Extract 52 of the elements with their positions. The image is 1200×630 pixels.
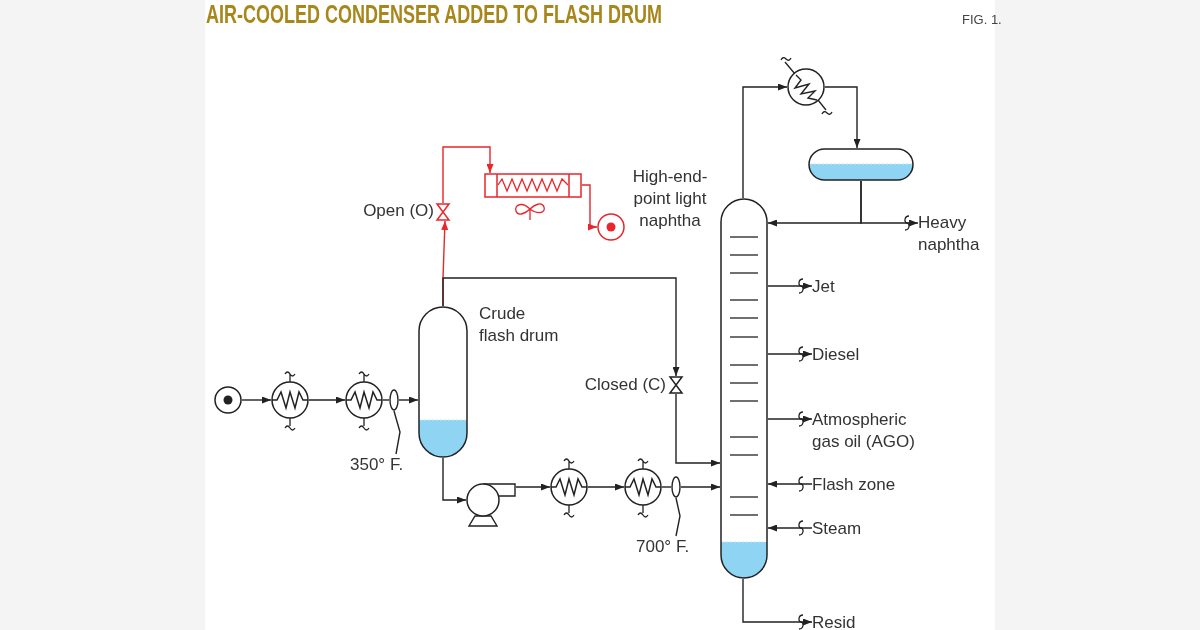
- pipe-arrow: [308, 396, 346, 404]
- condenser-symbol: [787, 68, 825, 106]
- heat-exchanger-symbol: [624, 455, 662, 519]
- pipe-arrow: [442, 146, 494, 204]
- pipe-arrow: [515, 483, 551, 491]
- pipe-arrow: [442, 277, 680, 377]
- stream-label: Heavy naphtha: [918, 212, 994, 256]
- heat-exchanger-symbol: [345, 368, 383, 432]
- figure-title: AIR-COOLED CONDENSER ADDED TO FLASH DRUM: [206, 0, 662, 28]
- valve-label: Closed (C): [583, 374, 666, 396]
- leader-line: [393, 410, 401, 455]
- distillation-column: [720, 198, 768, 579]
- feed-source-symbol: [214, 386, 242, 414]
- stream-label: Jet: [812, 276, 862, 298]
- pipe-arrow: [824, 86, 861, 149]
- pipe-arrow: [675, 393, 721, 467]
- pipe-arrow: [767, 282, 813, 290]
- figure-number: FIG. 1.: [962, 12, 1002, 27]
- heat-exchanger-symbol: [550, 455, 588, 519]
- pipe-arrow: [680, 483, 721, 491]
- valve-symbol: [436, 203, 450, 221]
- pipe-arrow: [767, 350, 813, 358]
- pipe-arrow: [860, 180, 919, 227]
- pipe-arrow: [398, 396, 419, 404]
- stream-label: Resid: [812, 612, 882, 630]
- pipe-arrow: [742, 578, 813, 626]
- stream-label: Atmospheric gas oil (AGO): [812, 409, 930, 453]
- pipe-arrow: [767, 415, 813, 423]
- pipe-arrow: [581, 184, 598, 231]
- reflux-drum-vessel: [808, 148, 914, 181]
- pipe-arrow: [767, 524, 813, 532]
- temperature-label: 350° F.: [350, 454, 406, 476]
- stream-label: Steam: [812, 518, 882, 540]
- leader-line: [675, 497, 681, 537]
- pipe-arrow: [742, 83, 788, 199]
- stream-label: High-end-point light naphtha: [631, 166, 709, 232]
- valve-label: Open (O): [362, 200, 434, 222]
- temperature-label: 700° F.: [636, 536, 696, 558]
- pipe-arrow: [587, 483, 625, 491]
- flash-drum-vessel: [418, 306, 468, 458]
- vessel-label: Crude flash drum: [479, 303, 560, 347]
- stream-label: Flash zone: [812, 474, 912, 496]
- valve-symbol: [669, 376, 683, 394]
- pipe-arrow: [767, 480, 813, 488]
- heat-exchanger-symbol: [271, 368, 309, 432]
- pipe-arrow: [241, 396, 272, 404]
- stream-label: Diesel: [812, 344, 882, 366]
- product-symbol: [597, 213, 625, 241]
- temperature-element-symbol: [389, 389, 399, 411]
- temperature-element-symbol: [671, 476, 681, 498]
- air-cooler-symbol: [484, 173, 582, 221]
- pipe-arrow: [442, 457, 467, 504]
